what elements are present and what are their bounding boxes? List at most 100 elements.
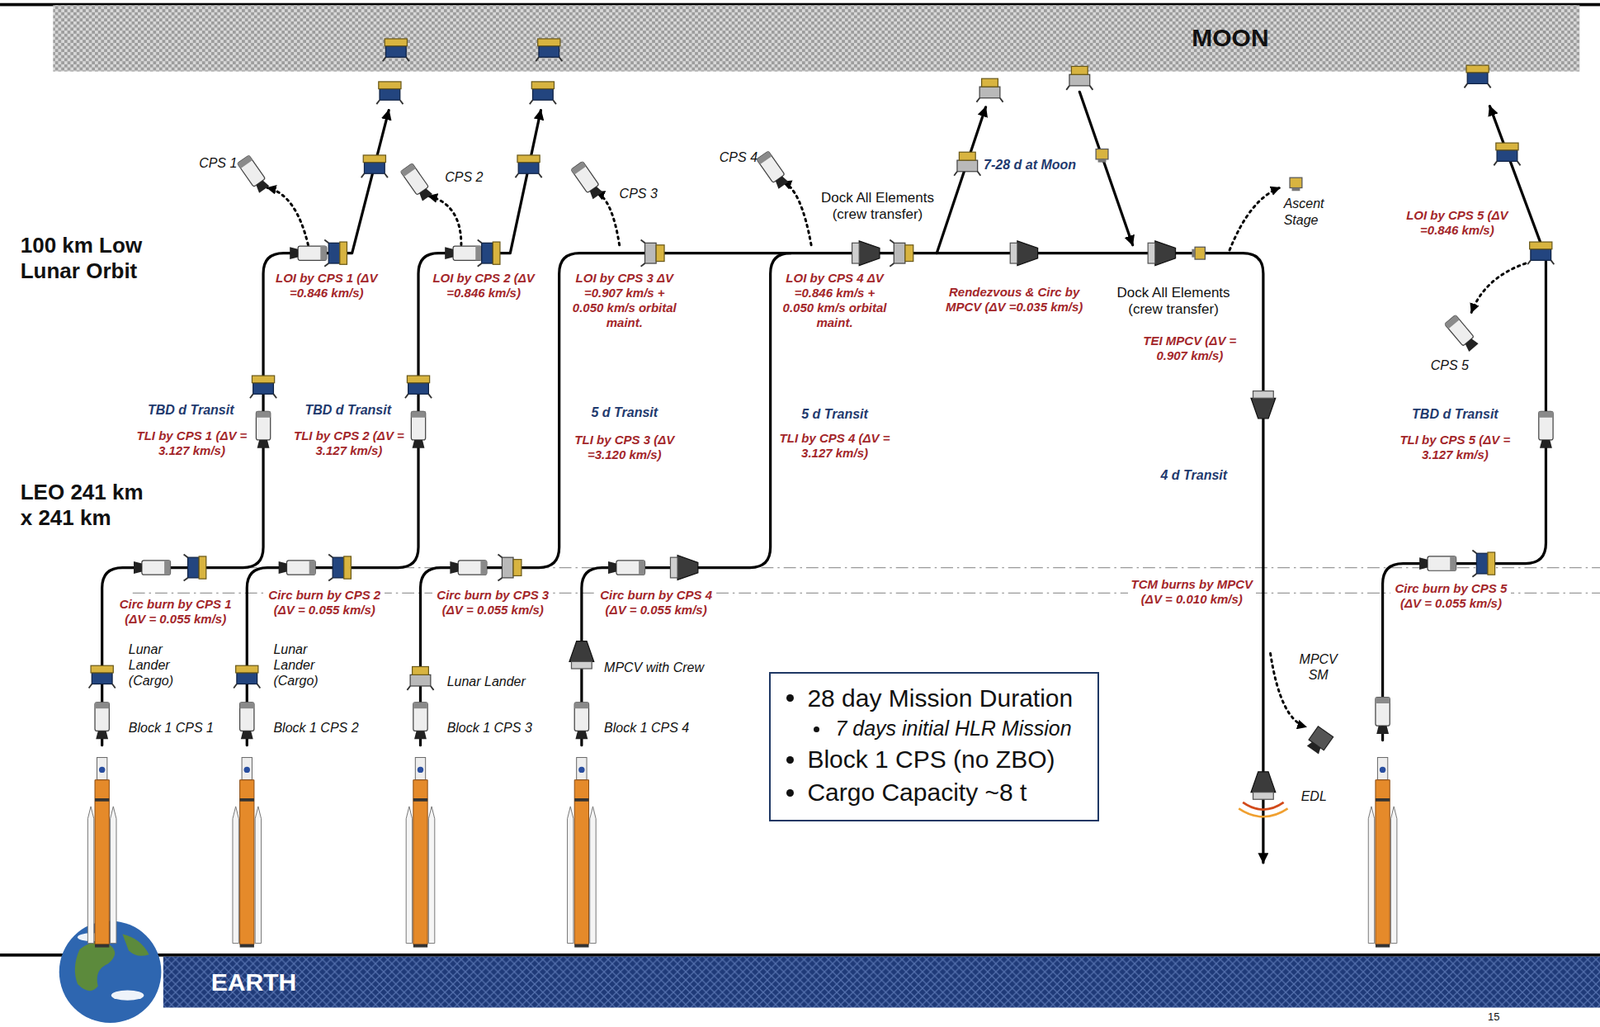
cps-stage [756, 151, 790, 189]
duration-label: TBD d Transit [1411, 405, 1499, 422]
cargo-lander [514, 155, 542, 178]
mpcv-capsule [1250, 391, 1276, 419]
delta-v-label: LOI by CPS 4 ΔV =0.846 km/s + 0.050 km/s… [777, 270, 893, 331]
bullet-dot [786, 755, 794, 764]
delta-v-label: TLI by CPS 4 (ΔV = 3.127 km/s) [774, 430, 896, 461]
cps-stage [574, 702, 589, 740]
payload-label: Lunar Lander [447, 673, 526, 690]
delta-v-label: Circ burn by CPS 1 (ΔV = 0.055 km/s) [115, 596, 236, 627]
cargo-lander [477, 240, 501, 267]
delta-v-label: Circ burn by CPS 4 (ΔV = 0.055 km/s) [595, 587, 717, 618]
globe-cloud [111, 989, 145, 1000]
vehicles [87, 38, 1554, 948]
trajectory-line [936, 107, 986, 254]
delta-v-label: Circ burn by CPS 2 (ΔV = 0.055 km/s) [264, 587, 385, 618]
cargo-lander [535, 38, 562, 62]
cps-stage [278, 560, 317, 575]
crew-lander [497, 553, 521, 581]
crew-lander [953, 151, 981, 175]
cps-stage [133, 560, 171, 575]
cps-stage [237, 155, 271, 194]
cps-stage [1444, 314, 1480, 352]
jettison-arrow [1229, 188, 1280, 251]
crew-lander [406, 665, 434, 690]
cargo-lander [382, 38, 410, 62]
info-box: 28 day Mission Duration7 days initial HL… [769, 671, 1100, 822]
jettison-paths [267, 181, 1526, 727]
cps-stage [413, 702, 428, 740]
delta-v-label: TEI MPCV (ΔV = 0.907 km/s) [1131, 333, 1249, 364]
delta-v-label: LOI by CPS 2 (ΔV =0.846 km/s) [426, 270, 542, 301]
cargo-lander [184, 553, 207, 581]
event-label: Dock All Elements (crew transfer) [1111, 284, 1237, 319]
jettison-arrow [428, 195, 462, 245]
orbit-label: 100 km Low Lunar Orbit [20, 232, 154, 284]
mpcv-capsule [670, 555, 698, 581]
bullet-dot [813, 726, 820, 732]
payload-label: Lunar Lander (Cargo) [273, 641, 335, 690]
stage-label: CPS 5 [1430, 357, 1469, 373]
node-text: 7 days initial HLR Mission [782, 714, 1083, 743]
payload-label: Lunar Lander (Cargo) [128, 641, 190, 690]
delta-v-label: Circ burn by CPS 5 (ΔV = 0.055 km/s) [1390, 580, 1511, 611]
earth-surface [163, 956, 1600, 1008]
jettison-arrow [595, 191, 619, 245]
ascent-stage [1191, 246, 1205, 260]
globe-land [75, 941, 115, 991]
delta-v-label: LOI by CPS 3 ΔV =0.907 km/s + 0.050 km/s… [567, 270, 683, 331]
crew-lander [976, 78, 1003, 102]
delta-v-label: LOI by CPS 1 (ΔV =0.846 km/s) [269, 270, 384, 301]
cps-stage [94, 702, 109, 740]
cargo-lander [89, 665, 116, 688]
mpcv-capsule [852, 240, 880, 266]
duration-label: 5 d Transit [801, 405, 869, 422]
ascent-stage [1289, 177, 1303, 191]
service-module-engine [1307, 740, 1322, 754]
orbit-label: LEO 241 km x 241 km [20, 479, 154, 531]
globe-land [122, 933, 149, 955]
service-module [1305, 726, 1334, 756]
bottom-rule [0, 953, 1600, 957]
duration-label: TBD d Transit [304, 401, 392, 418]
earth-band: EARTH [163, 956, 1600, 1008]
jettison-arrow [267, 188, 308, 246]
trajectory-line [102, 110, 389, 746]
delta-v-label: Circ burn by CPS 3 (ΔV = 0.055 km/s) [432, 587, 553, 618]
cps-stage [449, 560, 487, 575]
cargo-lander [376, 81, 403, 104]
cargo-lander [328, 553, 351, 581]
stage-label: Ascent Stage [1283, 195, 1336, 227]
stage-label: CPS 1 [198, 155, 237, 171]
cargo-lander [361, 155, 388, 178]
duration-label: 4 d Transit [1161, 467, 1228, 483]
reentry-glow [1242, 802, 1284, 810]
jettison-arrow [1471, 263, 1526, 312]
stage-label: CPS 4 [719, 149, 758, 166]
cps-stage [255, 410, 270, 449]
delta-v-label: LOI by CPS 5 (ΔV =0.846 km/s) [1400, 207, 1516, 238]
cps-stage [410, 410, 425, 449]
stage-label: Block 1 CPS 4 [604, 719, 690, 736]
delta-v-label: TCM burns by MPCV (ΔV = 0.010 km/s) [1128, 576, 1256, 607]
stage-label: Block 1 CPS 2 [273, 719, 359, 736]
cps-stage [240, 702, 255, 740]
launch-vehicle [87, 757, 117, 948]
cps-stage [571, 160, 605, 199]
trajectory-line [420, 253, 1263, 863]
cargo-lander [324, 240, 347, 267]
cargo-lander [250, 375, 277, 398]
delta-v-label: TLI by CPS 3 (ΔV =3.120 km/s) [564, 432, 685, 463]
stage-label: Block 1 CPS 1 [128, 719, 214, 736]
crew-lander [889, 240, 913, 267]
cps-stage [444, 245, 482, 260]
cps-stage [400, 163, 434, 202]
delta-v-label: TLI by CPS 5 (ΔV = 3.127 km/s) [1394, 432, 1516, 463]
stage-label: Block 1 CPS 3 [447, 719, 533, 736]
delta-v-label: Rendezvous & Circ by MPCV (ΔV =0.035 km/… [940, 284, 1089, 315]
reentry-glow [1238, 807, 1288, 817]
bullet-dot [786, 693, 794, 702]
mpcv-capsule [569, 641, 595, 669]
cargo-lander [1464, 65, 1492, 88]
cps-stage [1538, 410, 1553, 449]
